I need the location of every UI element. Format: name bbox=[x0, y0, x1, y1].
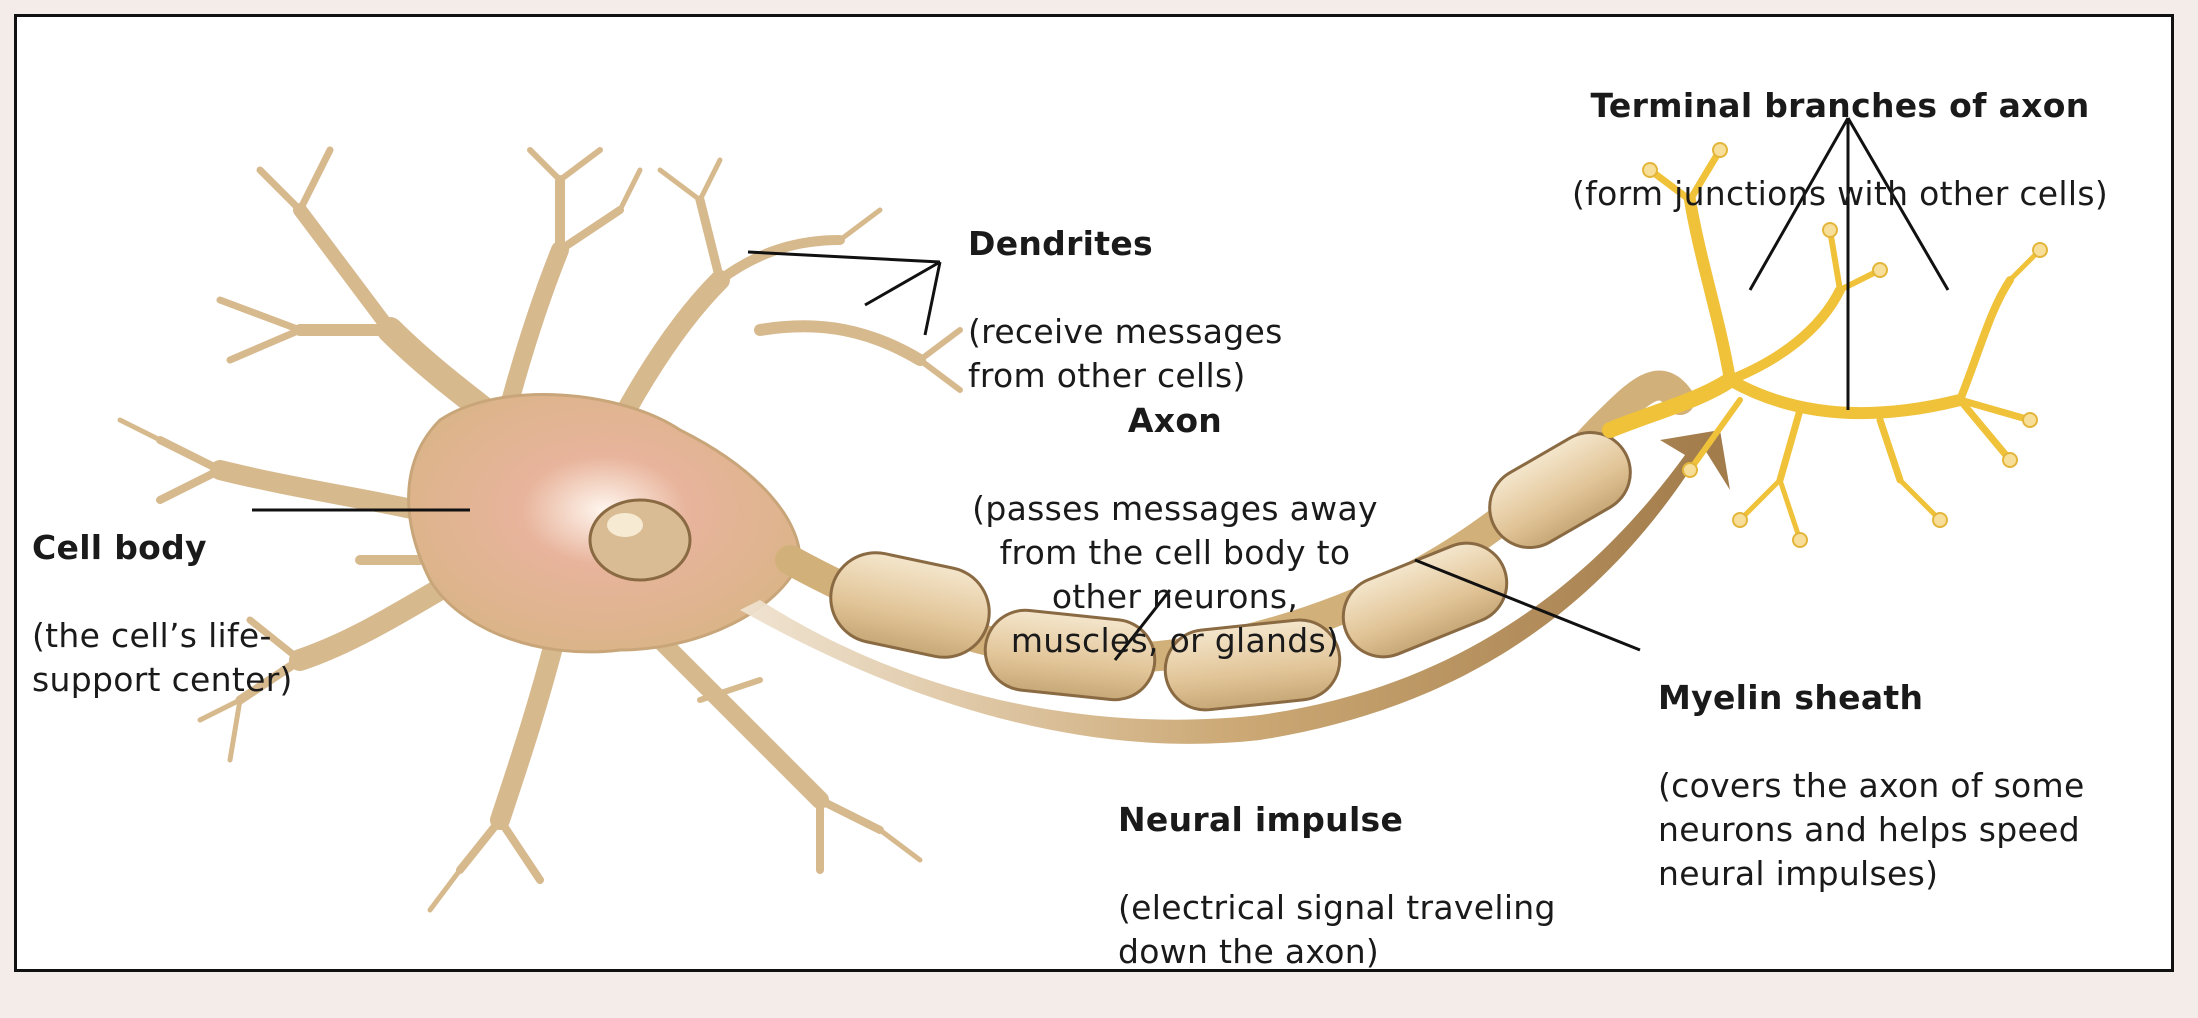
label-description: (the cell’s life- support center) bbox=[32, 614, 392, 702]
label-description: (electrical signal traveling down the ax… bbox=[1118, 886, 1678, 974]
label-title: Terminal branches of axon bbox=[1515, 84, 2165, 128]
label-description: (passes messages away from the cell body… bbox=[925, 487, 1425, 663]
myelin-sheath-label: Myelin sheath (covers the axon of some n… bbox=[1658, 632, 2178, 940]
label-title: Cell body bbox=[32, 526, 392, 570]
diagram-background: Terminal branches of axon (form junction… bbox=[0, 0, 2198, 988]
label-title: Axon bbox=[925, 399, 1425, 443]
axon-label: Axon (passes messages away from the cell… bbox=[925, 355, 1425, 707]
neural-impulse-label: Neural impulse (electrical signal travel… bbox=[1118, 754, 1678, 1018]
label-description: (form junctions with other cells) bbox=[1515, 172, 2165, 216]
terminal-branches-label: Terminal branches of axon (form junction… bbox=[1515, 40, 2165, 260]
label-title: Myelin sheath bbox=[1658, 676, 2178, 720]
label-title: Dendrites bbox=[968, 222, 1398, 266]
label-description: (covers the axon of some neurons and hel… bbox=[1658, 764, 2178, 896]
cell-body-shape bbox=[409, 395, 800, 652]
nucleus bbox=[590, 500, 690, 580]
label-title: Neural impulse bbox=[1118, 798, 1678, 842]
cell-body-label: Cell body (the cell’s life- support cent… bbox=[32, 482, 392, 746]
